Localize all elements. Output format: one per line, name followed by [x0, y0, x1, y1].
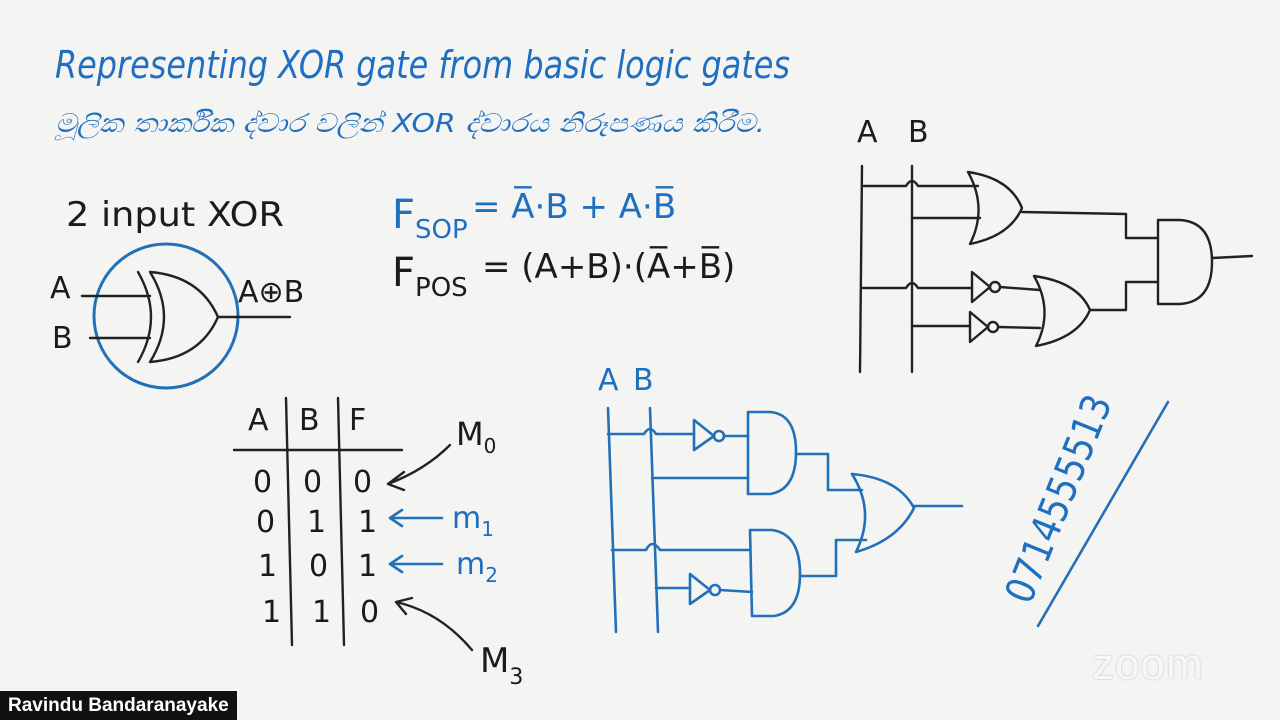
pos-wire — [860, 281, 974, 290]
sop-not-gate-b — [688, 572, 712, 606]
maxterm-3-letter: M — [480, 641, 509, 681]
pos-and-gate — [1156, 218, 1214, 306]
pos-circuit-label-b: B — [908, 115, 929, 150]
pos-circuit-label-a: A — [857, 115, 878, 150]
pos-label: FPOS — [392, 250, 468, 303]
truth-table-header-b: B — [299, 403, 320, 438]
phone-underline — [1036, 400, 1170, 628]
pos-or-gate-2 — [1032, 274, 1092, 348]
truth-table-cell: 0 — [360, 595, 379, 630]
sop-f: F — [392, 192, 415, 238]
sop-or-gate — [850, 472, 916, 554]
truth-table-cell: 1 — [358, 549, 377, 584]
maxterm-3-label: M3 — [480, 641, 523, 690]
truth-table-cell: 1 — [307, 505, 326, 540]
minterm-1-index: 1 — [481, 517, 494, 541]
minterm-2-label: m2 — [456, 547, 498, 587]
minterm-1-arrow — [388, 508, 444, 528]
truth-table-header-f: F — [349, 403, 366, 438]
pos-expression: = (A+B)·(A̅+B̅) — [482, 246, 735, 287]
board-subtitle-sinhala: මූලික තාර්කික ද්වාර වලින් XOR ද්වාරය නිර… — [54, 108, 765, 140]
truth-table-cell: 0 — [253, 465, 272, 500]
maxterm-0-arrow — [386, 443, 452, 492]
sop-bus-a — [606, 406, 618, 634]
pos-or-gate-1 — [966, 170, 1024, 246]
xor-input-b-label: B — [52, 321, 73, 356]
sop-and-gate-2 — [748, 528, 802, 618]
board-title: Representing XOR gate from basic logic g… — [55, 43, 790, 87]
maxterm-0-label: M0 — [456, 415, 496, 458]
pos-subscript: POS — [415, 273, 468, 303]
truth-table-header-a: A — [248, 403, 269, 438]
minterm-2-index: 2 — [485, 563, 498, 587]
xor-caption: 2 input XOR — [66, 195, 284, 235]
xor-output-label: A⊕B — [238, 275, 304, 310]
truth-table-col-rule-2 — [336, 396, 346, 647]
xor-gate-shape — [136, 270, 220, 364]
sop-circuit-label-b: B — [633, 363, 654, 398]
sop-label: FSOP — [392, 192, 468, 245]
minterm-2-letter: m — [456, 547, 485, 582]
boolean-equations: FSOP = A̅·B + A·B̅ FPOS = (A+B)·(A̅+B̅) — [392, 186, 735, 303]
sop-not-bubble-a — [712, 429, 726, 443]
truth-table-cell: 0 — [353, 465, 372, 500]
sop-not-bubble-b — [708, 583, 722, 597]
maxterm-3-index: 3 — [509, 665, 523, 690]
xor-symbol: 2 input XOR A B A⊕B — [50, 195, 304, 390]
truth-table-col-rule-1 — [284, 396, 294, 647]
minterm-1-label: m1 — [452, 501, 494, 541]
phone-number: 0714555513 — [997, 389, 1122, 610]
sop-wire — [718, 588, 754, 594]
xor-input-a-label: A — [50, 271, 71, 306]
pos-not-gate-b — [968, 310, 990, 344]
sop-circuit-label-a: A — [598, 363, 619, 398]
maxterm-0-index: 0 — [484, 434, 497, 458]
pos-bus-a — [858, 164, 864, 374]
sop-wire — [610, 542, 752, 552]
sop-expression: = A̅·B + A·B̅ — [472, 186, 676, 227]
truth-table-cell: 1 — [358, 505, 377, 540]
truth-table-cell: 1 — [262, 595, 281, 630]
sop-circuit: A B — [598, 363, 964, 634]
truth-table-cell: 0 — [256, 505, 275, 540]
pos-wire — [1088, 280, 1160, 312]
sop-wire — [798, 538, 868, 578]
minterm-1-letter: m — [452, 501, 481, 536]
pos-not-bubble-a — [988, 280, 1002, 294]
pos-not-bubble-b — [986, 320, 1000, 334]
pos-not-gate-a — [970, 270, 992, 304]
sop-not-gate-a — [692, 418, 716, 452]
maxterm-3-arrow — [394, 596, 474, 652]
pos-wire — [996, 325, 1042, 330]
minterm-2-arrow — [388, 554, 444, 574]
pos-output-wire — [1210, 254, 1254, 260]
sop-subscript: SOP — [415, 215, 468, 245]
truth-table-cell: 1 — [258, 549, 277, 584]
truth-table-cell: 0 — [303, 465, 322, 500]
truth-table-cell: 1 — [312, 595, 331, 630]
sop-and-gate-1 — [746, 410, 798, 496]
pos-f: F — [392, 250, 415, 296]
sop-wire — [794, 452, 864, 492]
participant-name-tag: Ravindu Bandaranayake — [0, 691, 237, 720]
pos-wire — [1020, 210, 1160, 240]
pos-circuit: A B — [857, 115, 1254, 374]
sop-bus-b — [648, 406, 660, 634]
sop-wire — [606, 427, 696, 436]
truth-table-cell: 0 — [309, 549, 328, 584]
zoom-watermark: zoom — [1092, 640, 1204, 689]
maxterm-0-letter: M — [456, 415, 484, 453]
pos-wire — [998, 285, 1042, 292]
truth-table: A B F 0 0 0 0 1 1 1 0 1 1 1 0 M0 m1 m2 M… — [232, 396, 523, 690]
pos-wire — [860, 179, 980, 188]
